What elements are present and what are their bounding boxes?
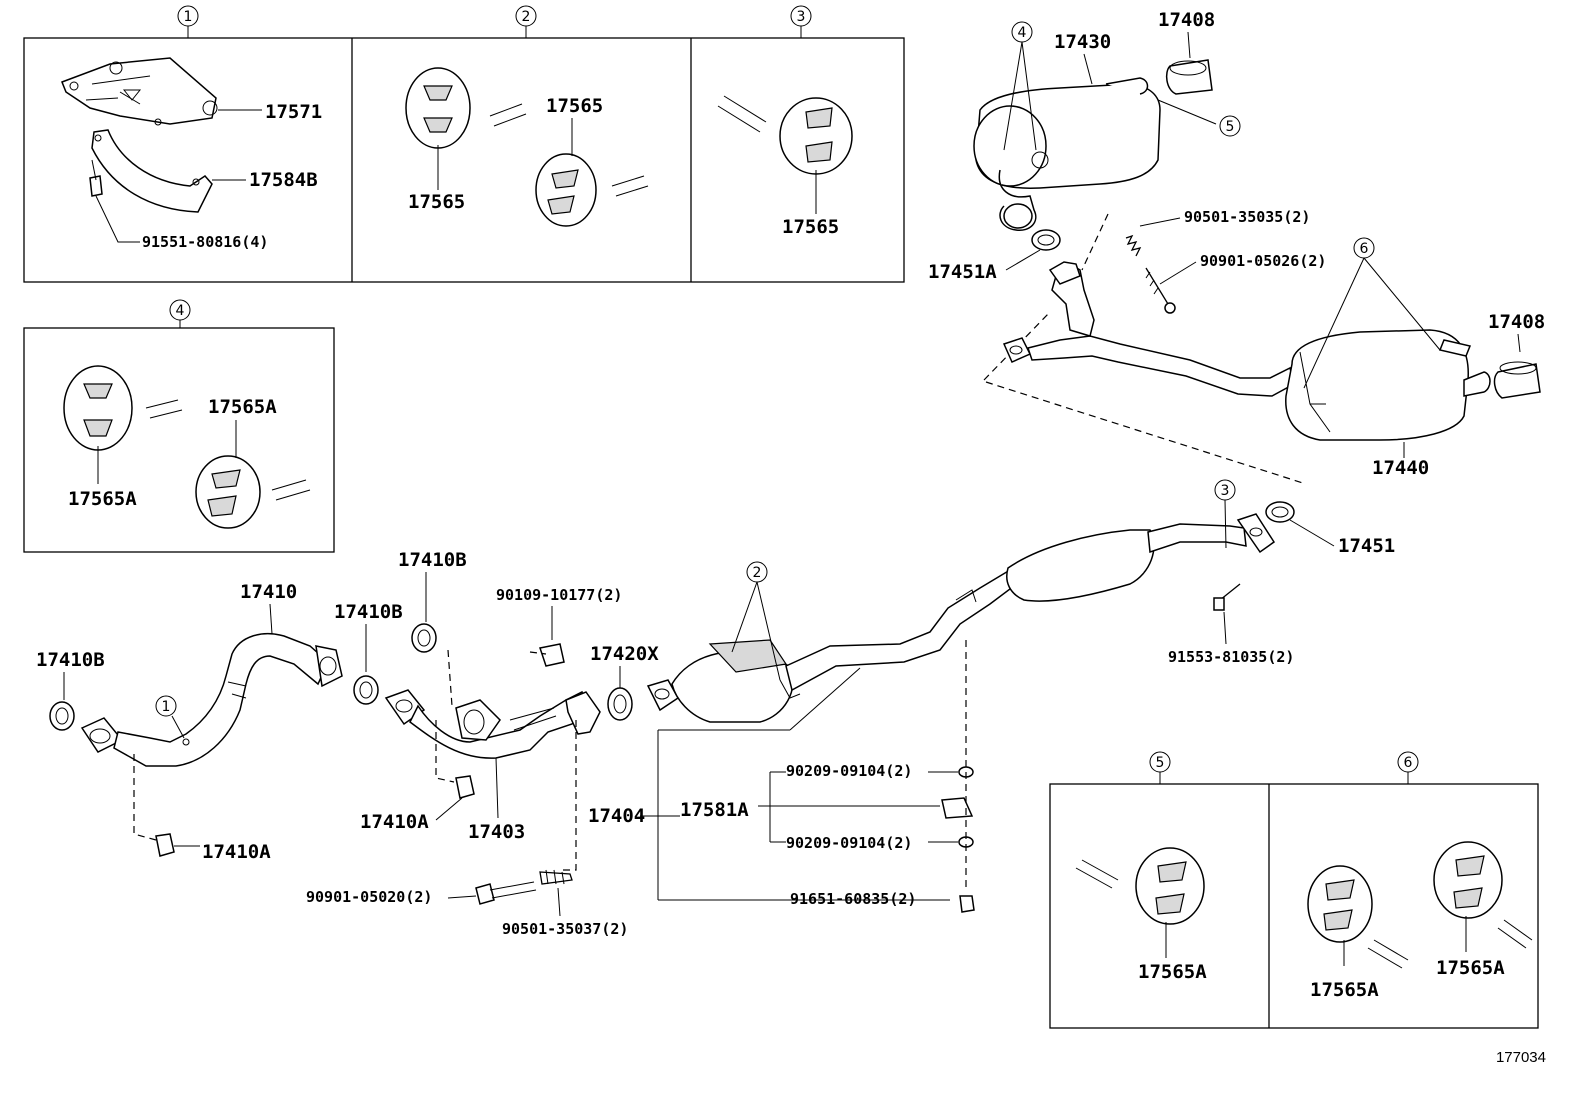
hanger-rubber-part (1307, 865, 1373, 943)
label-17408-a: 17408 (1158, 9, 1215, 31)
hanger-rubber-part (1433, 841, 1503, 919)
label-17565A-a: 17565A (68, 488, 137, 510)
svg-text:1: 1 (162, 699, 171, 715)
svg-text:3: 3 (1221, 483, 1230, 499)
gasket-part (607, 687, 633, 721)
nut-part (455, 775, 475, 799)
label-17565A-c: 17565A (1138, 961, 1207, 983)
svg-text:6: 6 (1404, 755, 1413, 771)
svg-text:2: 2 (753, 565, 762, 581)
label-17410A-a: 17410A (202, 841, 271, 863)
label-17410B-c: 17410B (398, 549, 467, 571)
hanger-rubber-part (195, 455, 261, 529)
svg-text:4: 4 (1018, 25, 1027, 41)
exhaust-tail-pipe-part (1493, 363, 1541, 399)
hanger-rubber-part (535, 153, 597, 227)
gasket-part (411, 623, 437, 653)
label-17565A-d: 17565A (1310, 979, 1379, 1001)
label-17565-b: 17565 (546, 95, 603, 117)
hanger-rubber-part (1135, 847, 1205, 925)
label-17410B-a: 17410B (36, 649, 105, 671)
label-90109-10177: 90109-10177(2) (496, 586, 622, 604)
panel-3: 3 17565 (717, 5, 853, 238)
panel-6: 6 17565A 17565A (1307, 751, 1533, 1001)
label-17420X: 17420X (590, 643, 659, 665)
label-90501-35035: 90501-35035(2) (1184, 208, 1310, 226)
exhaust-tail-pipe-part (1165, 59, 1213, 95)
label-17565A-e: 17565A (1436, 957, 1505, 979)
panel-4: 4 17565A 17565A (23, 299, 335, 553)
bolt-part (89, 175, 103, 197)
label-17451A: 17451A (928, 261, 997, 283)
drawing-number: 177034 (1496, 1049, 1546, 1066)
front-exhaust-pipe-17410 (80, 633, 343, 767)
svg-text:5: 5 (1156, 755, 1165, 771)
hanger-rubber-part (63, 365, 133, 451)
panel-5: 5 17565A (1075, 751, 1207, 983)
gasket-part (353, 675, 379, 705)
label-90501-35037: 90501-35037(2) (502, 920, 628, 938)
bolt-part (959, 895, 975, 913)
panels-5-6-frame (1049, 783, 1539, 1029)
svg-text:4: 4 (176, 303, 185, 319)
exhaust-clamp-part (91, 129, 213, 213)
hanger-rubber-part (405, 67, 471, 149)
panel-2-number: 2 (522, 9, 531, 25)
label-17565-c: 17565 (782, 216, 839, 238)
gasket-part (1265, 501, 1295, 523)
label-17410: 17410 (240, 581, 297, 603)
label-17408-b: 17408 (1488, 311, 1545, 333)
hanger-rubber-part (779, 97, 853, 175)
label-91551-80816: 91551-80816(4) (142, 233, 268, 251)
svg-text:3: 3 (797, 9, 806, 25)
panels-1-3-frame (23, 37, 905, 283)
label-90901-05020: 90901-05020(2) (306, 888, 432, 906)
label-91553-81035: 91553-81035(2) (1168, 648, 1294, 666)
gasket-part (1031, 229, 1061, 251)
label-17581A: 17581A (680, 799, 749, 821)
panel-1-number: 1 (184, 9, 193, 25)
label-17451: 17451 (1338, 535, 1395, 557)
tail-pipe-assembly-17440 (1002, 261, 1491, 441)
main-muffler-17430 (973, 77, 1161, 231)
exhaust-pipe-17403 (384, 689, 601, 759)
label-17565A-b: 17565A (208, 396, 277, 418)
center-exhaust-pipe-17404 (646, 513, 1276, 723)
compression-spring-part (1125, 234, 1142, 257)
label-17410A-b: 17410A (360, 811, 429, 833)
compression-spring-part (539, 871, 573, 885)
label-17440: 17440 (1372, 457, 1429, 479)
label-17571: 17571 (265, 101, 322, 123)
label-17565-a: 17565 (408, 191, 465, 213)
svg-text:5: 5 (1226, 119, 1235, 135)
label-17404: 17404 (588, 805, 645, 827)
oxygen-sensor-part (941, 797, 974, 819)
nut-part (155, 833, 175, 857)
bolt-part (539, 643, 565, 667)
bolt-part (475, 883, 495, 905)
panel-4-frame (23, 327, 335, 553)
label-91651-60835: 91651-60835(2) (790, 890, 916, 908)
bolt-part (1145, 267, 1169, 305)
panel-2: 2 17565 17565 (405, 5, 649, 227)
panel-1: 1 17571 17584B 91551-80816(4) (61, 5, 322, 251)
label-17403: 17403 (468, 821, 525, 843)
label-17410B-b: 17410B (334, 601, 403, 623)
label-17584B: 17584B (249, 169, 318, 191)
label-90209-09104-a: 90209-09104(2) (786, 762, 912, 780)
label-17430: 17430 (1054, 31, 1111, 53)
label-90901-05026: 90901-05026(2) (1200, 252, 1326, 270)
svg-text:6: 6 (1360, 241, 1369, 257)
gasket-part (49, 701, 75, 731)
label-90209-09104-b: 90209-09104(2) (786, 834, 912, 852)
